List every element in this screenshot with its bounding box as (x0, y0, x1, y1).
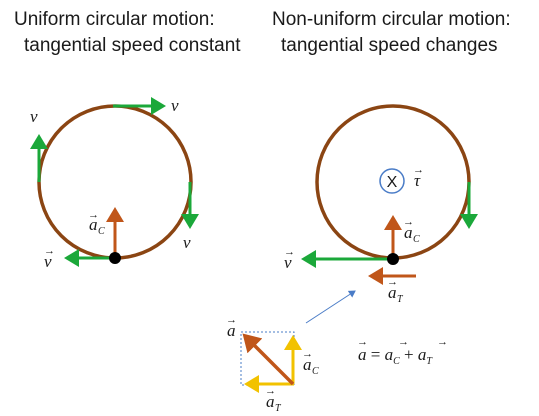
right-centripetal-label: → a C (403, 216, 420, 245)
left-velocity-label-bottom: v → (44, 245, 55, 271)
torque-label: → τ (413, 164, 424, 190)
svg-text:a: a (303, 355, 312, 374)
left-velocity-label-top: v (171, 96, 179, 115)
left-particle (109, 252, 121, 264)
pointer-line (305, 290, 356, 324)
vector-arrow-glyph: → (437, 336, 448, 348)
sum-tangential-label: → a T (265, 385, 282, 414)
left-velocity-label-left: v (30, 107, 38, 126)
left-title-line1: Uniform circular motion: (14, 9, 215, 30)
vector-arrow-glyph: → (413, 164, 424, 176)
svg-text:τ: τ (414, 171, 421, 190)
svg-text:a: a (89, 215, 98, 234)
left-centripetal-label: → a C (88, 209, 105, 237)
svg-text:a: a (388, 283, 397, 302)
right-title-line1: Non-uniform circular motion: (272, 9, 511, 30)
vector-sum-diagram: → a → a C → a T (226, 314, 319, 414)
right-tangential-label: → a T (387, 276, 404, 305)
right-particle (387, 253, 399, 265)
vector-arrow-glyph: → (387, 276, 398, 288)
right-title-line2: tangential speed changes (281, 35, 498, 56)
vector-arrow-glyph: → (357, 336, 368, 348)
acceleration-equation: → → → a = aC + aT (357, 336, 448, 367)
torque-symbol: X (387, 174, 398, 191)
svg-text:C: C (98, 226, 105, 237)
right-velocity-label: → v (284, 246, 295, 272)
svg-text:T: T (275, 403, 282, 414)
svg-text:v: v (284, 253, 292, 272)
svg-text:a: a (227, 321, 236, 340)
nonuniform-motion-diagram: X → τ → v → a C → a T (284, 104, 478, 305)
vector-arrow-glyph: → (302, 348, 313, 360)
sum-centripetal-label: → a C (302, 348, 319, 377)
svg-text:a: a (266, 392, 275, 411)
svg-text:a = aC + aT: a = aC + aT (358, 345, 433, 367)
sum-total-arrow (242, 333, 295, 386)
torque-into-page-icon (379, 168, 405, 194)
svg-text:v: v (44, 252, 52, 271)
vector-arrow-glyph: → (88, 209, 99, 221)
vector-arrow-glyph: → (284, 246, 295, 258)
svg-text:T: T (397, 294, 404, 305)
svg-text:C: C (413, 234, 420, 245)
svg-text:a: a (404, 223, 413, 242)
svg-text:C: C (312, 366, 319, 377)
vector-arrow-glyph: → (398, 336, 409, 348)
vector-arrow-glyph: → (44, 245, 55, 257)
left-velocity-label-right: v (183, 233, 191, 252)
left-title-line2: tangential speed constant (24, 35, 241, 56)
vector-arrow-glyph: → (265, 385, 276, 397)
sum-total-label: → a (226, 314, 237, 340)
uniform-motion-diagram: v v v v → → a C (30, 96, 199, 271)
vector-arrow-glyph: → (226, 314, 237, 326)
vector-arrow-glyph: → (403, 216, 414, 228)
